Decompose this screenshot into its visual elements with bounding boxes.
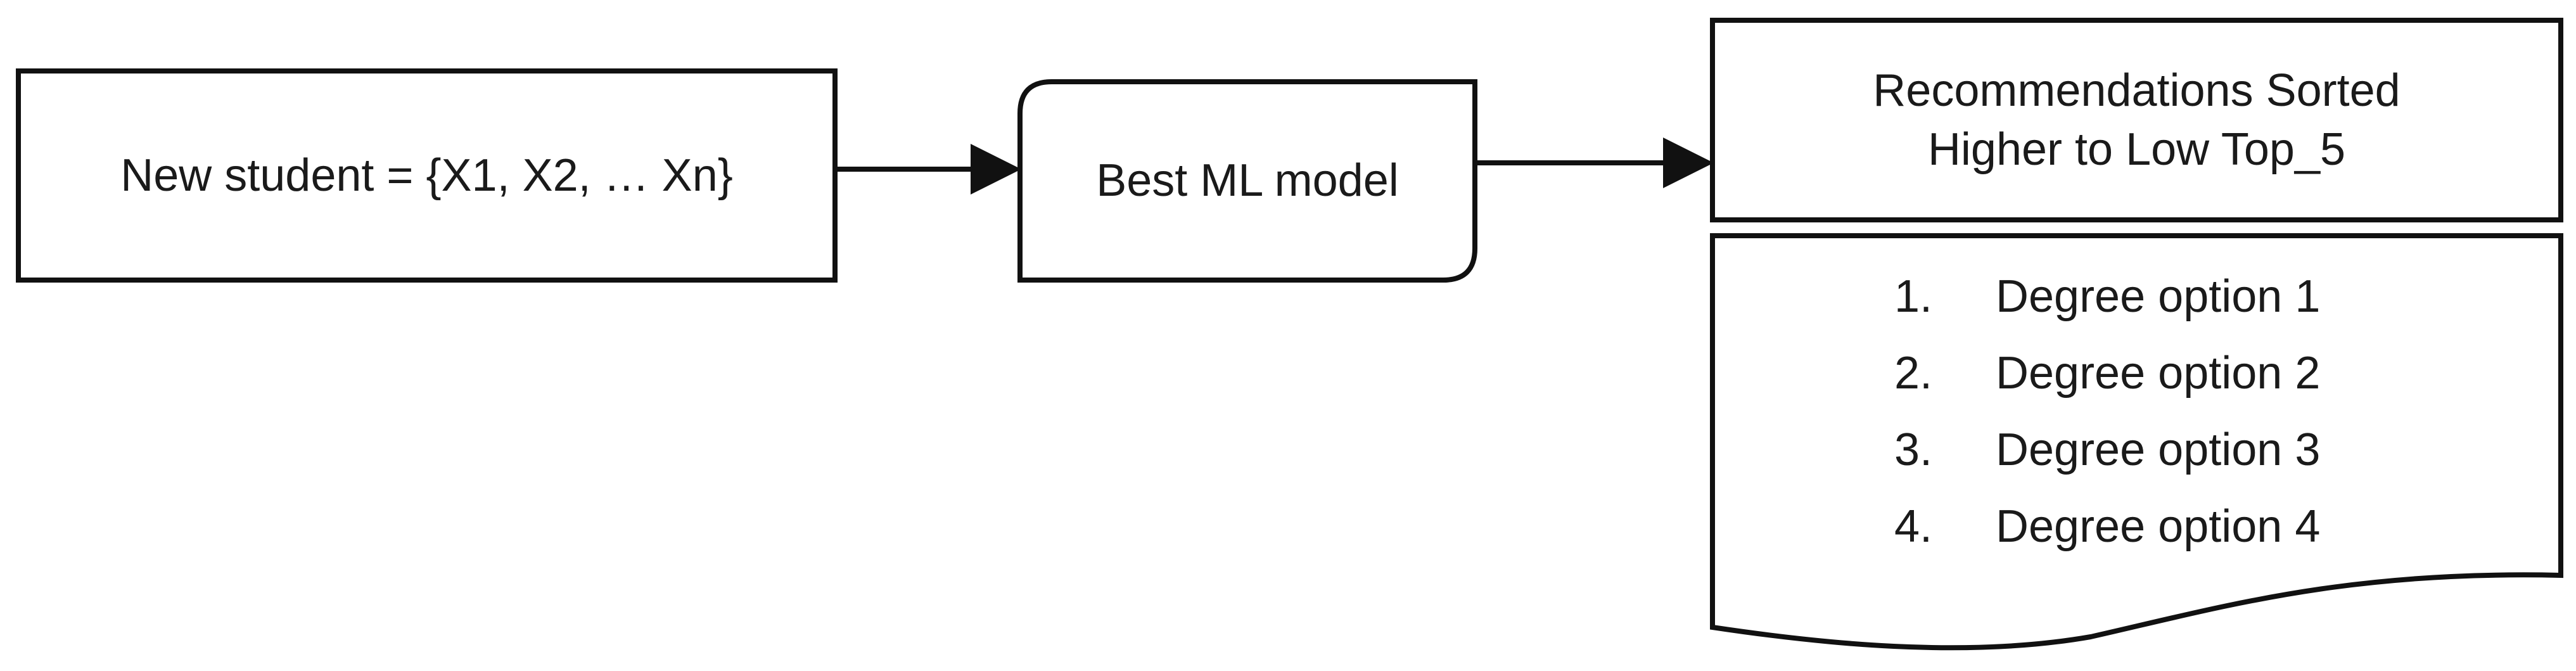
list-item-number: 3.: [1894, 425, 1933, 475]
list-item: 1. Degree option 1: [1894, 259, 2320, 335]
input-box: [16, 68, 838, 283]
list-item-text: Degree option 1: [1996, 271, 2321, 322]
output-document-box: [1710, 233, 2563, 651]
input-box-label: New student = {X1, X2, … Xn}: [18, 71, 835, 280]
list-item-number: 2.: [1894, 348, 1933, 399]
list-item-text: Degree option 3: [1996, 425, 2321, 475]
list-item-text: Degree option 4: [1996, 501, 2321, 552]
output-header-label: Recommendations Sorted Higher to Low Top…: [1712, 20, 2561, 220]
list-item-text: Degree option 2: [1996, 348, 2321, 399]
model-box-text: Best ML model: [1096, 155, 1399, 207]
list-item-number: 1.: [1894, 271, 1933, 322]
output-header-line-2: Higher to Low Top_5: [1927, 124, 2346, 175]
degree-options-list: 1. Degree option 1 2. Degree option 2 3. De…: [1894, 259, 2320, 565]
model-box-label: Best ML model: [1020, 82, 1475, 280]
input-box-text: New student = {X1, X2, … Xn}: [120, 150, 733, 201]
output-header-box: [1710, 18, 2563, 222]
output-header-line-1: Recommendations Sorted: [1873, 65, 2401, 117]
model-box: [1017, 79, 1477, 283]
list-item-number: 4.: [1894, 501, 1933, 552]
list-item: 2. Degree option 2: [1894, 335, 2320, 412]
list-item: 3. Degree option 3: [1894, 412, 2320, 489]
list-item: 4. Degree option 4: [1894, 489, 2320, 565]
